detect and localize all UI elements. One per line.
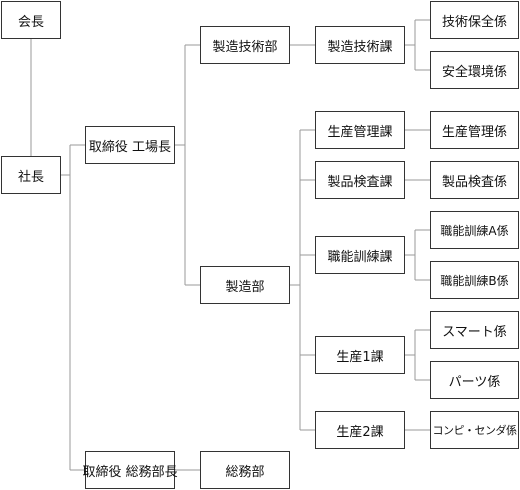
box-grp-component: コンピ・センダ係 [430, 411, 519, 449]
box-sec-prod2: 生産2課 [315, 411, 405, 449]
box-grp-training-b: 職能訓練B係 [430, 261, 519, 299]
box-grp-parts: パーツ係 [430, 361, 519, 399]
box-grp-tech-maint: 技術保全係 [430, 1, 519, 39]
box-grp-prod-mgmt: 生産管理係 [430, 111, 519, 149]
box-grp-training-a: 職能訓練A係 [430, 211, 519, 249]
box-director-plant: 取締役 工場長 [85, 126, 175, 164]
box-chairman: 会長 [1, 1, 61, 39]
box-grp-smart: スマート係 [430, 311, 519, 349]
box-sec-prod-mgmt: 生産管理課 [315, 111, 405, 149]
box-grp-safety: 安全環境係 [430, 51, 519, 89]
box-grp-inspection: 製品検査係 [430, 161, 519, 199]
box-sec-training: 職能訓練課 [315, 236, 405, 274]
box-sec-tech: 製造技術課 [315, 26, 405, 64]
box-sec-prod1: 生産1課 [315, 336, 405, 374]
box-dept-mfg: 製造部 [200, 266, 290, 304]
box-director-general: 取締役 総務部長 [82, 451, 178, 489]
box-dept-tech: 製造技術部 [200, 26, 290, 64]
box-sec-inspection: 製品検査課 [315, 161, 405, 199]
box-president: 社長 [1, 156, 61, 194]
box-dept-general: 総務部 [200, 451, 290, 489]
